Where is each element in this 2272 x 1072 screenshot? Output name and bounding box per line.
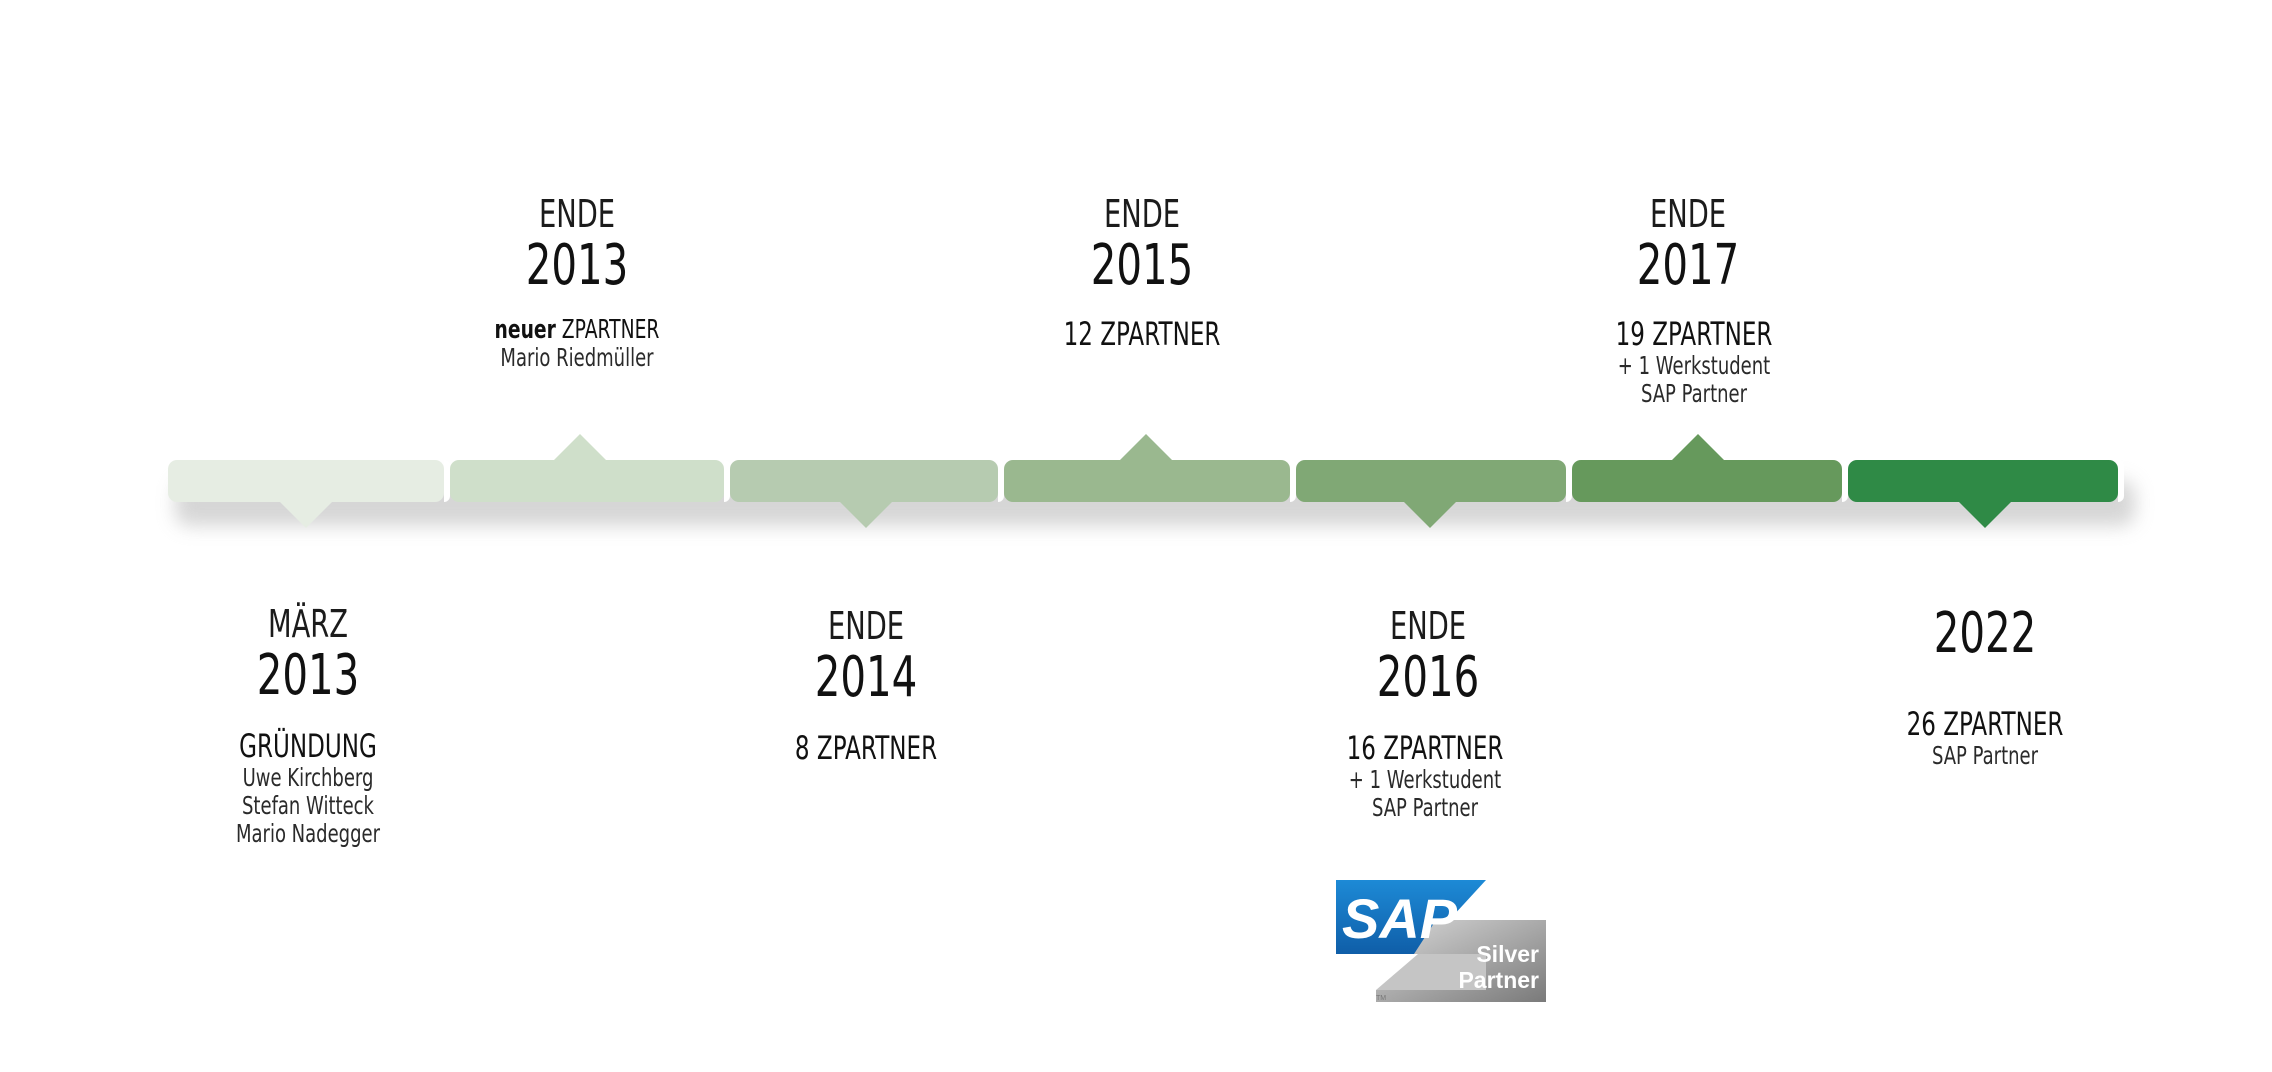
milestone-ende-2014: ENDE 2014 8 ZPARTNER [736, 604, 996, 766]
milestone-heading: neuer ZPARTNER [483, 316, 670, 344]
milestone-prefix: ENDE [538, 192, 616, 236]
milestone-prefix: ENDE [1649, 192, 1727, 236]
timeline-segment-1 [168, 460, 450, 502]
milestone-year: 2022 [1933, 601, 2037, 666]
milestone-ende-2017: ENDE 2017 19 ZPARTNER + 1 Werkstudent SA… [1558, 192, 1818, 408]
sap-logo-line1: Silver [1476, 941, 1539, 967]
milestone-line: SAP Partner [1640, 379, 1748, 408]
milestone-line: Mario Nadegger [235, 819, 381, 848]
milestone-year: 2013 [525, 233, 629, 298]
milestone-prefix: MÄRZ [267, 602, 349, 646]
milestone-line: Uwe Kirchberg [242, 763, 374, 792]
milestone-maerz-2013: MÄRZ 2013 GRÜNDUNG Uwe Kirchberg Stefan … [178, 602, 438, 848]
milestone-prefix: ENDE [827, 604, 905, 648]
milestone-year: 2016 [1376, 645, 1480, 710]
milestone-heading: 16 ZPARTNER [1346, 729, 1504, 767]
milestone-line: SAP Partner [1371, 793, 1479, 822]
milestone-heading: 8 ZPARTNER [794, 729, 938, 767]
sap-logo-line2: Partner [1458, 967, 1539, 993]
milestone-line: Mario Riedmüller [500, 343, 654, 372]
milestone-year: 2017 [1636, 233, 1740, 298]
timeline-pointer-ende-2015 [1118, 434, 1174, 462]
sap-logo-brand: SAP [1342, 887, 1458, 950]
milestone-2022: 2022 26 ZPARTNER SAP Partner [1855, 604, 2115, 770]
timeline-segment-6 [1572, 460, 1848, 502]
milestone-line: Stefan Witteck [242, 791, 374, 820]
timeline-pointer-ende-2013 [552, 434, 608, 462]
milestone-year: 2014 [814, 645, 918, 710]
milestone-heading-text: ZPARTNER [561, 315, 660, 345]
milestone-line: SAP Partner [1931, 741, 2039, 770]
milestone-prefix: ENDE [1103, 192, 1181, 236]
milestone-line: + 1 Werkstudent [1617, 351, 1771, 380]
timeline-pointer-ende-2017 [1670, 434, 1726, 462]
milestone-heading-prefix: neuer [494, 315, 556, 345]
timeline-pointer-ende-2016 [1402, 500, 1458, 528]
milestone-heading: 26 ZPARTNER [1906, 705, 2064, 743]
milestone-prefix: ENDE [1389, 604, 1467, 648]
sap-logo-tm: TM [1376, 995, 1386, 1002]
milestone-heading: 12 ZPARTNER [1063, 315, 1221, 353]
milestone-year: 2015 [1090, 233, 1194, 298]
timeline-segment-2 [450, 460, 730, 502]
timeline-segment-7 [1848, 460, 2124, 502]
timeline-pointer-maerz-2013 [278, 500, 334, 528]
timeline-pointer-ende-2014 [838, 500, 894, 528]
timeline-segment-5 [1296, 460, 1572, 502]
milestone-ende-2013: ENDE 2013 neuer ZPARTNER Mario Riedmülle… [447, 192, 707, 372]
milestone-line: + 1 Werkstudent [1348, 765, 1502, 794]
timeline-segment-4 [1004, 460, 1296, 502]
timeline-segment-3 [730, 460, 1004, 502]
timeline-pointer-2022 [1957, 500, 2013, 528]
sap-silver-partner-logo: SAP Silver Partner TM [1336, 880, 1546, 1002]
milestone-ende-2016: ENDE 2016 16 ZPARTNER + 1 Werkstudent SA… [1298, 604, 1558, 822]
milestone-heading: 19 ZPARTNER [1615, 315, 1773, 353]
milestone-heading: GRÜNDUNG [239, 727, 377, 765]
milestone-year: 2013 [256, 643, 360, 708]
milestone-ende-2015: ENDE 2015 12 ZPARTNER [1012, 192, 1272, 352]
